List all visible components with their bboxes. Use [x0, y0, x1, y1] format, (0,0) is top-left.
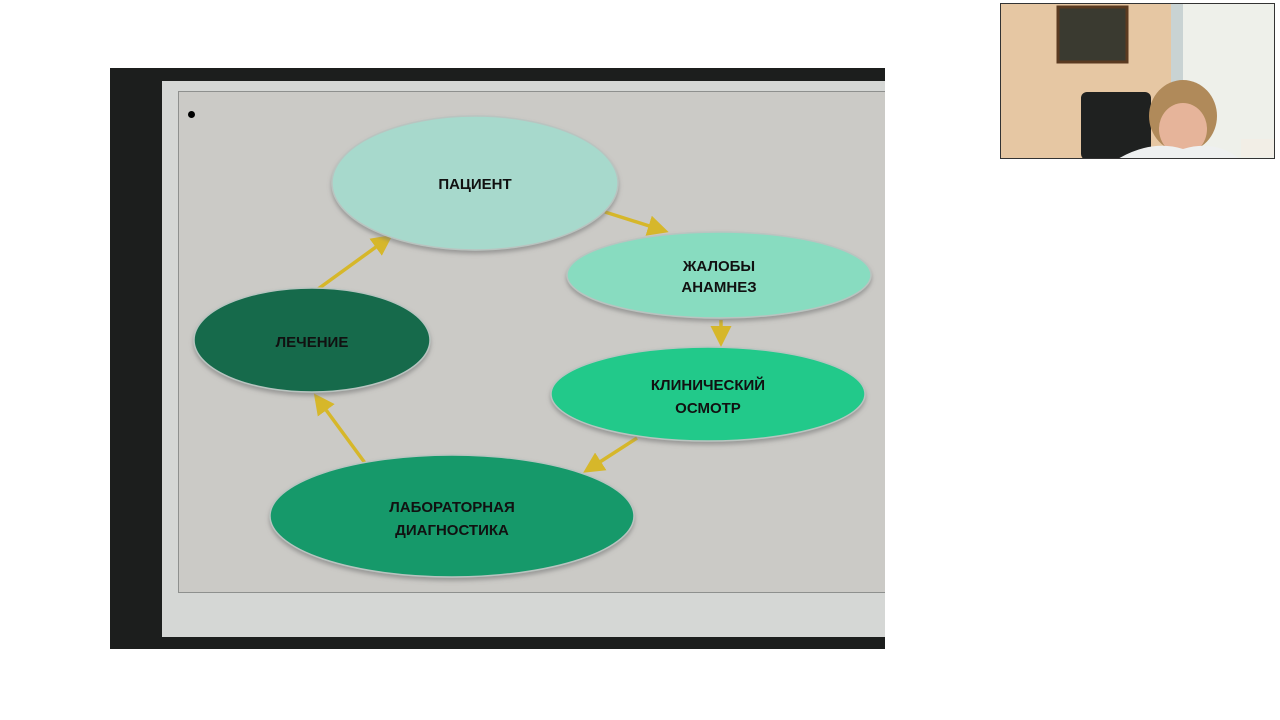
arrow-exam-to-lab: [583, 436, 638, 473]
participant-video[interactable]: [1000, 3, 1275, 159]
bullet-point: [188, 111, 195, 118]
node-treatment-label: ЛЕЧЕНИЕ: [276, 334, 349, 351]
arrow-treatment-to-patient: [316, 234, 393, 291]
speaker-video: [1001, 4, 1274, 158]
node-complaints-label-2: АНАМНЕЗ: [681, 279, 756, 296]
node-lab-label-2: ДИАГНОСТИКА: [395, 522, 509, 539]
node-lab-label-1: ЛАБОРАТОРНАЯ: [389, 499, 515, 516]
node-patient-label: ПАЦИЕНТ: [438, 176, 511, 193]
node-complaints: [566, 231, 872, 319]
arrow-patient-to-complaints: [604, 210, 669, 236]
node-exam-label-2: ОСМОТР: [675, 400, 741, 417]
arrow-lab-to-treatment: [313, 393, 367, 465]
node-complaints-label-1: ЖАЛОБЫ: [682, 258, 755, 275]
node-patient: [331, 115, 619, 251]
node-exam-label-1: КЛИНИЧЕСКИЙ: [651, 376, 765, 394]
node-treatment: [193, 287, 431, 393]
node-lab: [269, 454, 635, 578]
node-exam: [550, 346, 866, 442]
